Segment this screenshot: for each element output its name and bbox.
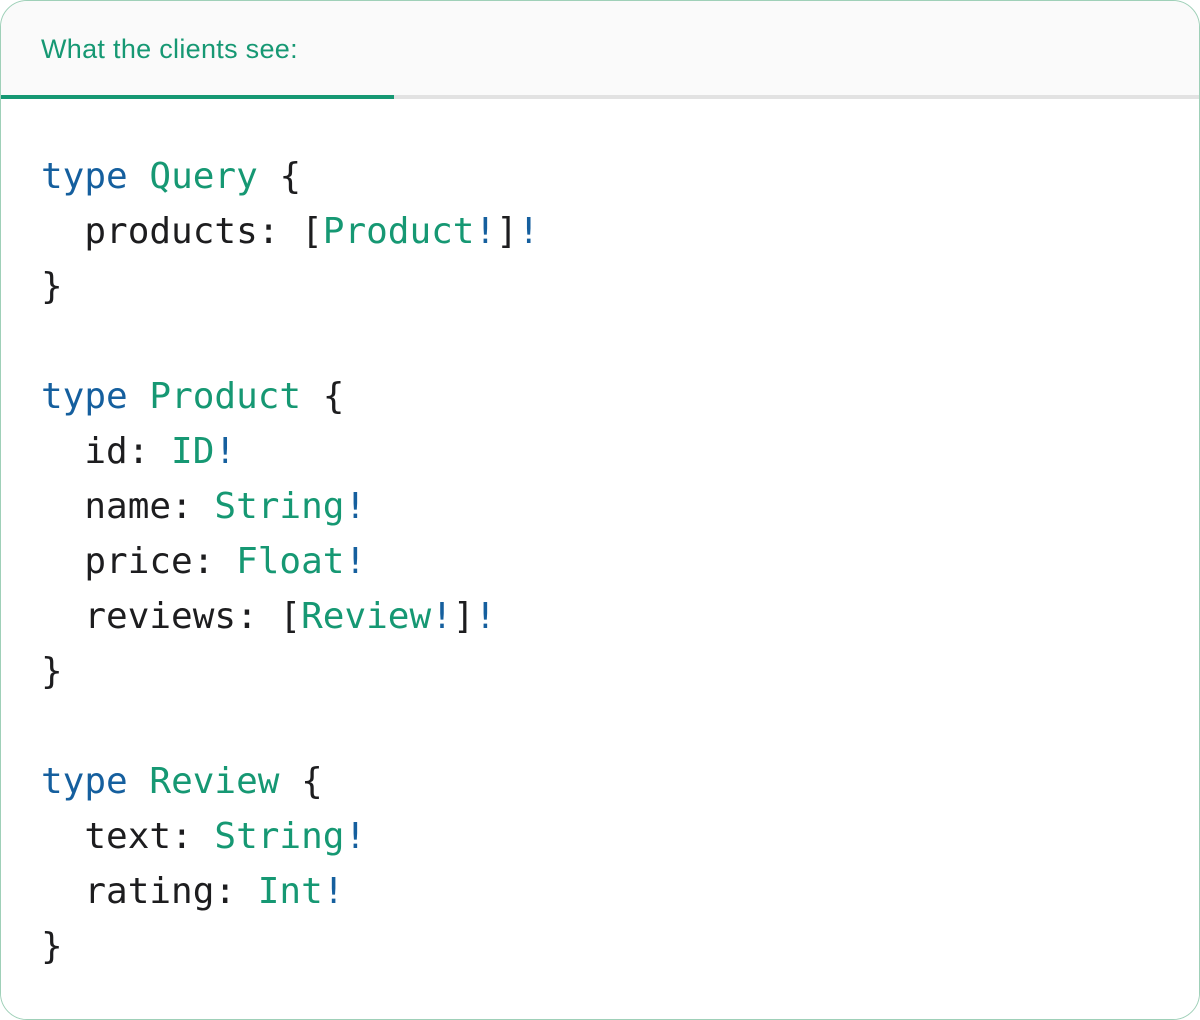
code-line [41, 314, 1169, 369]
code-token: Product [149, 376, 302, 417]
code-line: products: [Product!]! [41, 204, 1169, 259]
code-token: Review [149, 761, 280, 802]
code-line: price: Float! [41, 534, 1169, 589]
code-token [128, 156, 150, 197]
active-tab-indicator [1, 95, 394, 99]
tab-bar: What the clients see: [1, 1, 1199, 99]
code-token: type [41, 761, 128, 802]
code-token: type [41, 156, 128, 197]
code-token: Product [322, 211, 475, 252]
code-token: ! [474, 596, 497, 637]
code-line: text: String! [41, 809, 1169, 864]
code-line: type Product { [41, 369, 1169, 424]
code-line: name: String! [41, 479, 1169, 534]
code-line [41, 699, 1169, 754]
code-token: Review [301, 596, 432, 637]
code-token: ! [474, 211, 497, 252]
code-token: name: [41, 486, 215, 527]
code-token: ] [496, 211, 518, 252]
code-token: rating: [41, 871, 258, 912]
code-token: ! [344, 541, 367, 582]
code-token: ID [171, 431, 215, 472]
code-token [128, 376, 150, 417]
code-line: } [41, 644, 1169, 699]
code-line: reviews: [Review!]! [41, 589, 1169, 644]
code-line: rating: Int! [41, 864, 1169, 919]
code-token: Float [236, 541, 345, 582]
code-token: text: [41, 816, 215, 857]
code-token: } [41, 926, 63, 967]
code-token: } [41, 651, 63, 692]
code-token: String [214, 486, 345, 527]
code-token: ! [344, 816, 367, 857]
tab-divider [1, 95, 1199, 99]
code-token: price: [41, 541, 237, 582]
code-token: Query [149, 156, 258, 197]
code-token: String [214, 816, 345, 857]
code-token: reviews: [ [41, 596, 302, 637]
code-token: products: [ [41, 211, 323, 252]
code-token: id: [41, 431, 172, 472]
code-token [128, 761, 150, 802]
code-token: ! [431, 596, 453, 637]
code-token: ! [214, 431, 237, 472]
code-line: } [41, 919, 1169, 974]
code-token: ] [452, 596, 475, 637]
code-token: Int [257, 871, 323, 912]
code-token: { [301, 376, 345, 417]
code-token: } [41, 266, 63, 307]
code-line: type Query { [41, 149, 1169, 204]
code-token: type [41, 376, 128, 417]
code-line: id: ID! [41, 424, 1169, 479]
code-token: ! [344, 486, 367, 527]
code-line: } [41, 259, 1169, 314]
code-line: type Review { [41, 754, 1169, 809]
graphql-schema-code-block: type Query { products: [Product!]!} type… [1, 99, 1199, 1019]
code-token: ! [517, 211, 540, 252]
code-token: { [279, 761, 323, 802]
tab-what-the-clients-see[interactable]: What the clients see: [41, 34, 298, 64]
code-token: { [257, 156, 302, 197]
code-token: ! [322, 871, 345, 912]
